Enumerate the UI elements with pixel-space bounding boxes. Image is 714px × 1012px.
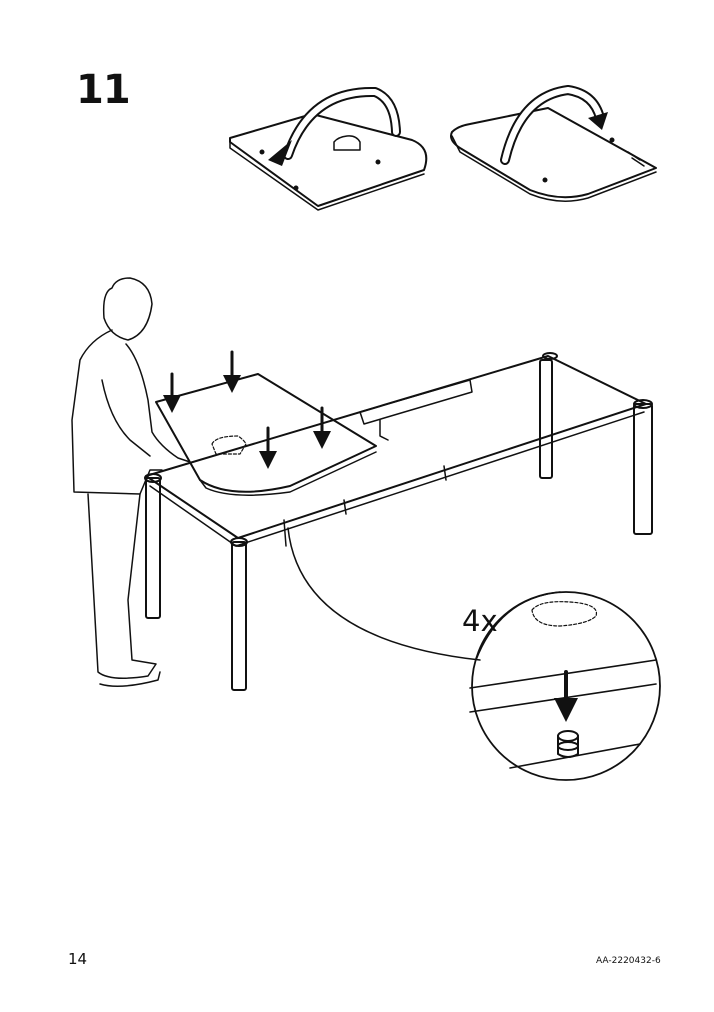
down-arrow-icon [163,350,331,469]
quantity-label: 4x [462,604,498,638]
curved-arrow-icon [500,85,608,165]
curved-arrow-icon [268,86,401,166]
table-frame [144,352,653,691]
step-number: 11 [76,67,131,113]
page-number: 14 [68,950,88,968]
panel-flip-start [229,113,428,211]
extension-leaf [155,373,377,496]
panel-flip-end [450,107,657,202]
person-figure [71,277,191,687]
document-code: AA-2220432-6 [596,956,661,966]
detail-callout [287,527,661,781]
